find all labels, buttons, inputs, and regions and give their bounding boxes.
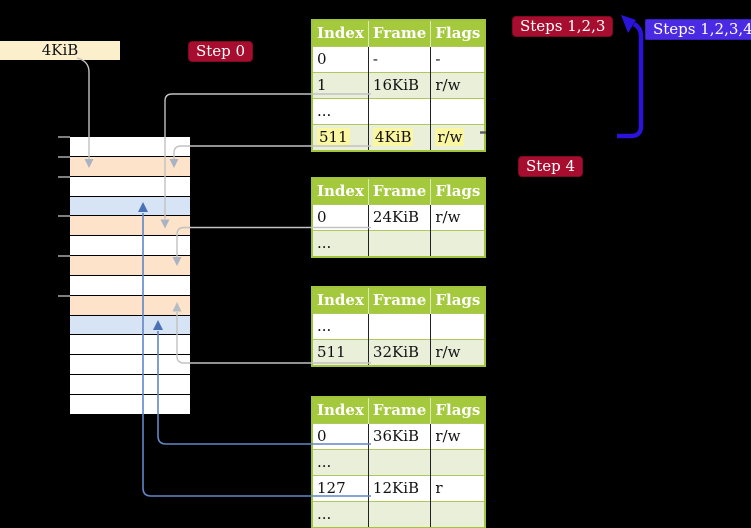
memory-frame-row-blue — [70, 315, 190, 336]
memory-tick — [58, 136, 70, 138]
memory-frame-row-white — [70, 394, 190, 415]
badge-steps-1-2-3: Steps 1,2,3 — [512, 16, 614, 37]
table-cell: 4KiB — [368, 124, 432, 151]
badge-steps-1-2-3-4: Steps 1,2,3,4 — [645, 19, 751, 40]
table-cell: - — [368, 46, 432, 73]
table-cell: ... — [312, 313, 369, 340]
column-header-index: Index — [312, 20, 369, 47]
memory-frame-row-white — [70, 176, 190, 197]
table-cell: r/w — [430, 204, 486, 231]
memory-frame-row-white — [70, 236, 190, 257]
table-cell — [430, 449, 486, 476]
table-row: ... — [312, 98, 486, 125]
memory-frame-row-white — [70, 335, 190, 356]
memory-frame-row-white — [70, 275, 190, 296]
table-row: ... — [312, 230, 486, 257]
column-header-flags: Flags — [430, 397, 486, 424]
table-cell — [430, 313, 486, 340]
badge-step-4: Step 4 — [518, 156, 584, 177]
table-cell — [430, 230, 486, 257]
table-cell: r/w — [430, 72, 486, 99]
table-cell: 511 — [312, 339, 369, 366]
table-cell: r/w — [430, 339, 486, 366]
table-cell: ... — [312, 98, 369, 125]
table-row: 0-- — [312, 46, 486, 73]
table-cell: - — [430, 46, 486, 73]
table-row: ... — [312, 313, 486, 340]
memory-frame-row-peach — [70, 156, 190, 177]
table-cell — [368, 313, 432, 340]
table-cell: 1 — [312, 72, 369, 99]
memory-frame-row-white — [70, 137, 190, 157]
column-header-index: Index — [312, 397, 369, 424]
table-cell: 511 — [312, 124, 369, 151]
table-cell: ... — [312, 230, 369, 257]
table-cell: ... — [312, 449, 369, 476]
table-cell: 24KiB — [368, 204, 432, 231]
column-header-frame: Frame — [368, 287, 432, 314]
table-row: ... — [312, 449, 486, 476]
memory-frame-row-blue — [70, 196, 190, 217]
table-cell: 127 — [312, 475, 369, 502]
memory-frame-row-peach — [70, 256, 190, 276]
table-cell: 12KiB — [368, 475, 432, 502]
table-cell — [430, 501, 486, 528]
table-cell: ... — [312, 501, 369, 528]
table-cell: 0 — [312, 46, 369, 73]
memory-tick — [58, 255, 70, 257]
table-row: ... — [312, 501, 486, 528]
table-cell — [430, 98, 486, 125]
memory-frame-row-peach — [70, 295, 190, 316]
memory-tick — [58, 156, 70, 158]
memory-size-label: 4KiB — [0, 41, 120, 60]
memory-frame-row-white — [70, 375, 190, 395]
column-header-frame: Frame — [368, 178, 432, 205]
column-header-flags: Flags — [430, 287, 486, 314]
column-header-frame: Frame — [368, 397, 432, 424]
table-cell: r — [430, 475, 486, 502]
badge-step-0: Step 0 — [188, 41, 254, 62]
column-header-index: Index — [312, 287, 369, 314]
physical-memory-column — [70, 137, 190, 415]
column-header-index: Index — [312, 178, 369, 205]
recursive-loop-arrow — [617, 15, 644, 139]
memory-frame-row-peach — [70, 216, 190, 237]
table-cell — [368, 501, 432, 528]
table-cell — [368, 449, 432, 476]
column-header-frame: Frame — [368, 20, 432, 47]
table-cell — [368, 98, 432, 125]
memory-tick — [58, 176, 70, 178]
table-cell: 0 — [312, 204, 369, 231]
column-header-flags: Flags — [430, 20, 486, 47]
column-header-flags: Flags — [430, 178, 486, 205]
memory-tick — [58, 215, 70, 217]
table-cell: 0 — [312, 423, 369, 450]
table-cell: 32KiB — [368, 339, 432, 366]
table-cell: 16KiB — [368, 72, 432, 99]
memory-frame-row-white — [70, 355, 190, 376]
table-cell: 36KiB — [368, 423, 432, 450]
table-cell — [368, 230, 432, 257]
table-cell: r/w — [430, 423, 486, 450]
table-cell: r/w — [430, 124, 486, 151]
memory-tick — [58, 295, 70, 297]
